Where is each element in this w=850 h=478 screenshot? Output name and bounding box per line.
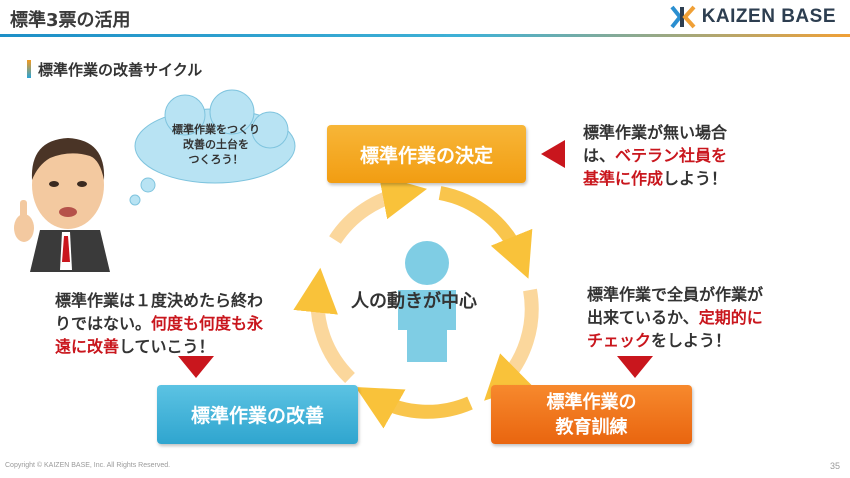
cycle-arrows xyxy=(293,175,539,429)
header-divider xyxy=(0,34,850,37)
note-decide: 標準作業が無い場合 は、ベテラン社員を 基準に作成しよう！ xyxy=(583,121,727,190)
cycle-step-train-line2: 教育訓練 xyxy=(555,416,628,438)
logo-text: KAIZEN BASE xyxy=(701,6,836,27)
cycle-arrow-left xyxy=(293,267,355,384)
bubble-line: つくろう！ xyxy=(188,153,244,166)
note-text: 出来ているか、 xyxy=(587,308,699,327)
note-text: 標準作業は１度決めたら終わ xyxy=(55,291,264,310)
person-silhouette-icon xyxy=(398,241,456,362)
page-number: 35 xyxy=(829,461,840,471)
cycle-arrow-bottom xyxy=(355,387,473,429)
cycle-arrow-top-right xyxy=(438,186,533,279)
kaizen-logo-icon xyxy=(670,5,696,29)
note-text: をしよう！ xyxy=(651,331,732,350)
note-highlight: チェック xyxy=(587,331,652,350)
bubble-line: 標準作業をつくり xyxy=(172,123,260,136)
cycle-step-train: 標準作業の 教育訓練 xyxy=(491,385,692,444)
bubble-line: 改善の土台を xyxy=(183,138,249,151)
note-highlight: 定期的に xyxy=(698,308,763,327)
cycle-center-label: 人の動きが中心 xyxy=(351,291,477,312)
cycle-arrow-right xyxy=(484,288,539,401)
note-train: 標準作業で全員が作業が 出来ているか、定期的に チェックをしよう！ xyxy=(587,283,763,352)
section-marker xyxy=(27,60,31,78)
pointer-triangle-down-left-icon xyxy=(178,356,214,378)
note-text: りではない。 xyxy=(55,314,152,333)
thought-bubble-text: 標準作業をつくり 改善の土台を つくろう！ xyxy=(150,122,282,167)
man-illustration-icon xyxy=(14,138,110,272)
note-highlight: ベテラン社員を xyxy=(615,146,728,165)
cycle-step-improve: 標準作業の改善 xyxy=(157,385,358,444)
note-text: していこう！ xyxy=(119,337,215,356)
pointer-triangle-down-right-icon xyxy=(617,356,653,378)
note-text: 標準作業が無い場合 xyxy=(583,123,728,142)
note-highlight: 基準に作成 xyxy=(583,169,664,188)
thought-cloud-icon xyxy=(129,89,296,206)
note-improve: 標準作業は１度決めたら終わ りではない。何度も何度も永 遠に改善していこう！ xyxy=(55,289,263,358)
cycle-step-train-line1: 標準作業の xyxy=(546,391,637,413)
logo: KAIZEN BASE xyxy=(670,5,836,29)
note-text: 標準作業で全員が作業が xyxy=(587,285,764,304)
page-title: 標準3票の活用 xyxy=(10,10,131,31)
note-text: しよう！ xyxy=(663,169,728,188)
section-title: 標準作業の改善サイクル xyxy=(38,61,203,79)
copyright: Copyright © KAIZEN BASE, Inc. All Rights… xyxy=(5,462,171,469)
note-highlight: 何度も何度も永 xyxy=(151,314,264,333)
note-text: は、 xyxy=(583,146,616,165)
cycle-arrow-top-left xyxy=(329,175,428,244)
cycle-step-decide: 標準作業の決定 xyxy=(327,125,526,183)
pointer-triangle-left-icon xyxy=(541,140,565,168)
note-highlight: 遠に改善 xyxy=(55,337,120,356)
